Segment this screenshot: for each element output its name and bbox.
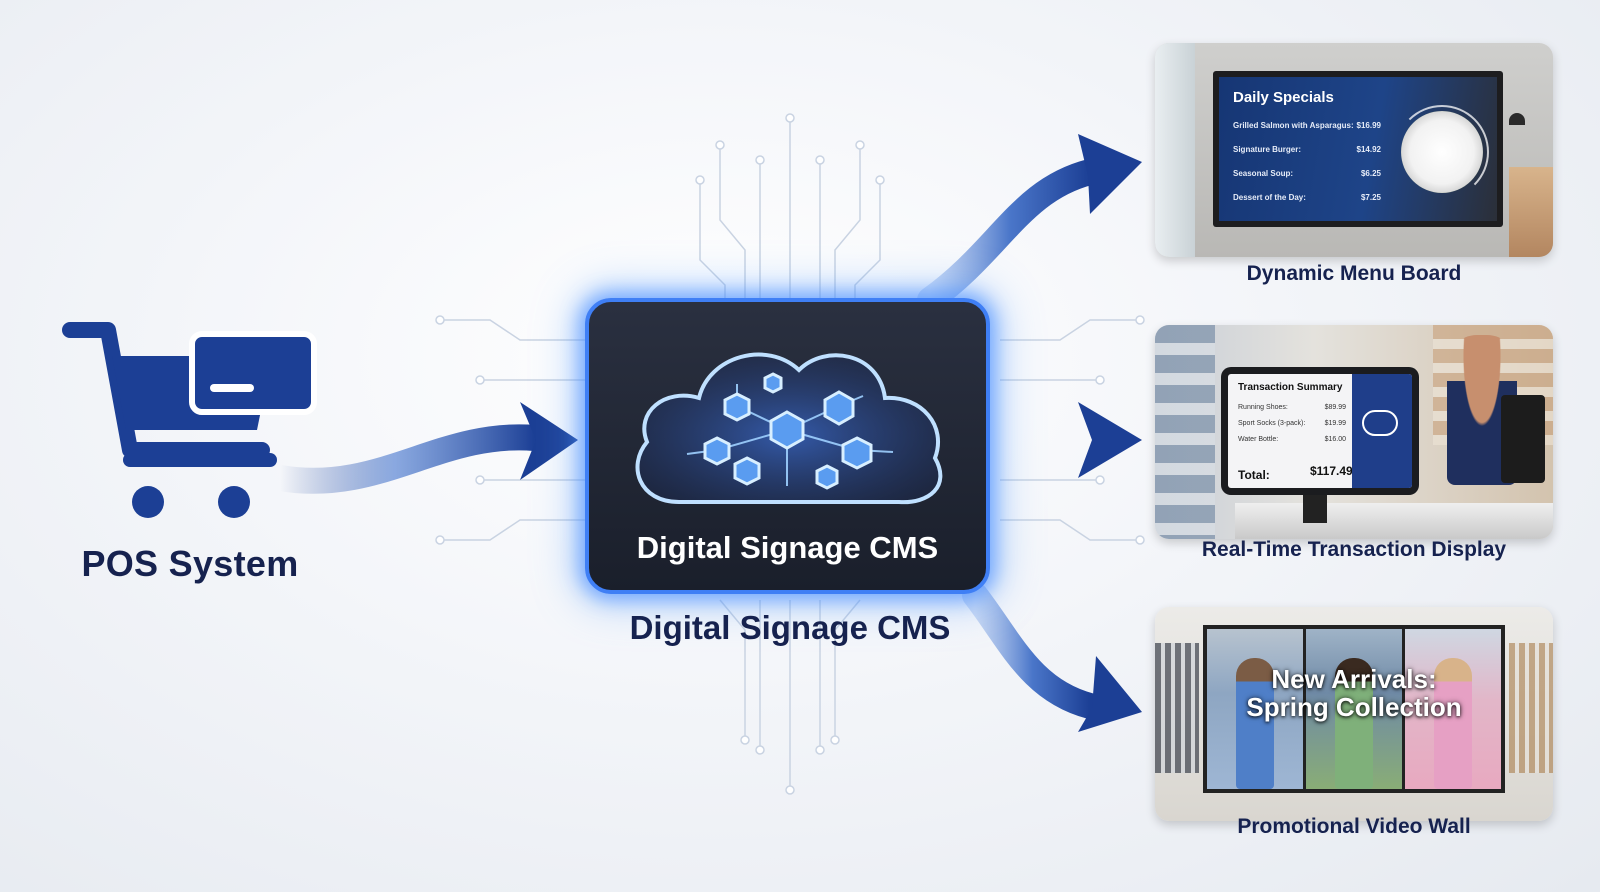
- transaction-line-item: Running Shoes:$89.99: [1238, 404, 1346, 411]
- payment-panel: [1352, 374, 1412, 488]
- cms-to-video-wall-arrow: [962, 582, 1142, 732]
- video-wall-screen: [1203, 625, 1505, 793]
- cms-caption: Digital Signage CMS: [629, 609, 951, 646]
- transaction-total-value: $117.49: [1310, 464, 1353, 478]
- circuit-nodes: [435, 113, 1145, 795]
- menu-board-screen: Daily Specials Grilled Salmon with Aspar…: [1213, 71, 1503, 227]
- model-figure: [1235, 657, 1275, 789]
- cloud-network-icon: [635, 352, 943, 505]
- clothing-rack: [1155, 643, 1199, 773]
- menu-board-card: Daily Specials Grilled Salmon with Aspar…: [1155, 43, 1553, 257]
- cms-panel-title: Digital Signage CMS: [636, 530, 939, 565]
- store-window: [1155, 43, 1195, 257]
- cms-to-transaction-display-arrow: [1000, 402, 1142, 478]
- transaction-summary-title: Transaction Summary: [1238, 382, 1343, 393]
- rotation-ring: [1395, 105, 1489, 199]
- transaction-line-item: Sport Socks (3-pack):$19.99: [1238, 420, 1346, 427]
- pos-system-label: POS System: [81, 543, 299, 584]
- shopping-cart-credit-card-icon: [62, 322, 317, 518]
- model-figure: [1334, 657, 1374, 789]
- checkout-counter: [1235, 503, 1553, 539]
- menu-board-label: Dynamic Menu Board: [1246, 262, 1462, 285]
- store-shelf: [1155, 325, 1215, 539]
- video-wall-panel: [1306, 629, 1402, 789]
- cash-register: [1501, 395, 1545, 483]
- clothing-rack: [1509, 643, 1553, 773]
- video-wall-label: Promotional Video Wall: [1237, 815, 1471, 838]
- menu-item: Dessert of the Day:$7.25: [1233, 193, 1381, 202]
- pos-to-cms-arrow: [267, 402, 578, 494]
- monitor-stand: [1303, 493, 1327, 523]
- video-wall-panel: [1405, 629, 1501, 789]
- model-figure: [1433, 657, 1473, 789]
- menu-item: Seasonal Soup:$6.25: [1233, 169, 1381, 178]
- video-wall-card: New Arrivals: Spring Collection: [1155, 607, 1553, 821]
- cms-to-menu-board-arrow: [917, 134, 1142, 313]
- headline-line-1: New Arrivals:: [1271, 664, 1437, 694]
- transaction-line-item: Water Bottle:$16.00: [1238, 436, 1346, 443]
- menu-board-title: Daily Specials: [1233, 89, 1334, 106]
- transaction-total-label: Total:: [1238, 468, 1270, 482]
- video-wall-panel: [1207, 629, 1303, 789]
- transaction-display-card: Transaction Summary Running Shoes:$89.99…: [1155, 325, 1553, 539]
- customer-display-monitor: Transaction Summary Running Shoes:$89.99…: [1221, 367, 1419, 495]
- contactless-payment-icon: [1362, 410, 1398, 436]
- transaction-display-label: Real-Time Transaction Display: [1201, 538, 1507, 561]
- pendant-lamp: [1509, 113, 1525, 125]
- wood-counter: [1509, 167, 1553, 257]
- headline-line-2: Spring Collection: [1246, 692, 1462, 722]
- menu-item: Grilled Salmon with Asparagus:$16.99: [1233, 121, 1381, 130]
- video-wall-headline: New Arrivals: Spring Collection: [1155, 665, 1553, 721]
- dish-plate-image: [1401, 111, 1483, 193]
- circuit-traces: [440, 118, 1140, 790]
- menu-item: Signature Burger:$14.92: [1233, 145, 1381, 154]
- cms-panel: Digital Signage CMS: [585, 298, 990, 594]
